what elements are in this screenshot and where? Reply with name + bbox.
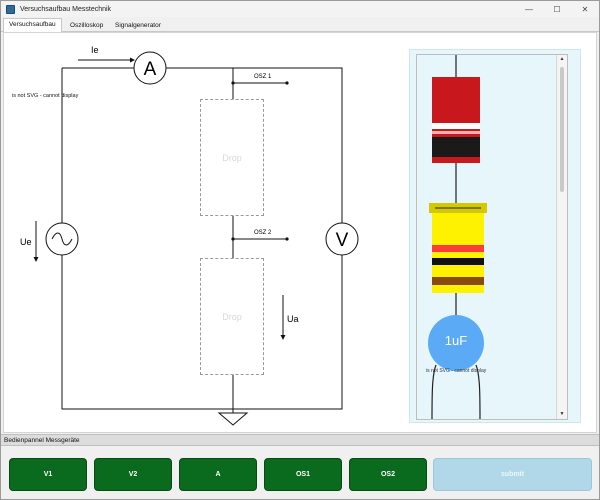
scroll-down-icon[interactable]: ▼ <box>559 411 565 417</box>
component-list: 1uF is not SVG - cannot display ▲ ▼ <box>416 54 568 420</box>
osz1-label: OSZ 1 <box>254 74 272 80</box>
voltmeter-icon <box>325 222 359 256</box>
resistor-component[interactable] <box>432 55 480 203</box>
osz2-node <box>231 237 235 241</box>
osz2-terminal <box>285 237 289 241</box>
minimize-button[interactable]: — <box>525 4 533 14</box>
window-title: Versuchsaufbau Messtechnik <box>20 5 112 13</box>
ammeter-symbol: A <box>144 59 157 80</box>
submit-button[interactable]: submit <box>433 458 592 491</box>
ac-wave-icon <box>51 232 73 246</box>
current-arrowhead-icon <box>130 57 135 63</box>
control-panel: V1 V2 A OS1 OS2 submit <box>1 447 599 499</box>
circuit-diagram: OSZ 1 OSZ 2 A V Ie Ue Ua <box>20 45 359 426</box>
tab-oszilloskop[interactable]: Oszilloskop <box>70 22 104 29</box>
tab-bar: Versuchsaufbau Oszilloskop Signalgenerat… <box>1 17 599 33</box>
inductor-component[interactable] <box>429 203 487 317</box>
drop-zone-label: Drop <box>222 311 242 322</box>
drop-zone-upper[interactable]: Drop <box>200 99 264 216</box>
tab-signalgenerator[interactable]: Signalgenerator <box>115 22 161 29</box>
ground-icon <box>217 412 249 426</box>
ua-label: Ua <box>287 314 299 324</box>
os1-button[interactable]: OS1 <box>264 458 342 491</box>
capacitor-svg-error: is not SVG - cannot display <box>426 368 487 374</box>
svg-error-text: is not SVG - cannot display <box>12 93 79 99</box>
maximize-button[interactable]: ☐ <box>553 4 561 14</box>
close-button[interactable]: ✕ <box>581 4 589 14</box>
title-bar: Versuchsaufbau Messtechnik — ☐ ✕ <box>1 1 599 17</box>
wire-bottom <box>61 255 343 410</box>
ue-arrowhead-icon <box>33 257 39 262</box>
capacitor-value-label: 1uF <box>444 333 468 348</box>
setup-panel: OSZ 1 OSZ 2 A V Ie Ue Ua <box>3 32 597 433</box>
control-panel-header: Bedienpannel Messgeräte <box>1 434 599 446</box>
component-palette: 1uF is not SVG - cannot display ▲ ▼ <box>409 49 581 423</box>
wire-top-right <box>166 67 343 223</box>
ammeter-icon <box>133 51 167 85</box>
osz1-terminal <box>285 81 289 85</box>
drop-zone-lower[interactable]: Drop <box>200 258 264 375</box>
capacitor-component[interactable] <box>428 315 484 420</box>
a-button[interactable]: A <box>179 458 257 491</box>
v1-button[interactable]: V1 <box>9 458 87 491</box>
osz1-node <box>231 81 235 85</box>
app-icon <box>6 4 15 14</box>
ue-label: Ue <box>20 237 32 247</box>
current-label: Ie <box>91 45 99 55</box>
drop-zone-label: Drop <box>222 152 242 163</box>
scroll-up-icon[interactable]: ▲ <box>559 56 565 62</box>
scroll-thumb[interactable] <box>560 67 564 192</box>
v2-button[interactable]: V2 <box>94 458 172 491</box>
component-graphics <box>428 55 487 420</box>
osz2-label: OSZ 2 <box>254 230 272 236</box>
tab-versuchsaufbau[interactable]: Versuchsaufbau <box>3 18 62 33</box>
voltmeter-symbol: V <box>336 230 349 251</box>
os2-button[interactable]: OS2 <box>349 458 427 491</box>
ua-arrowhead-icon <box>280 335 286 340</box>
palette-scrollbar[interactable]: ▲ ▼ <box>556 55 567 419</box>
